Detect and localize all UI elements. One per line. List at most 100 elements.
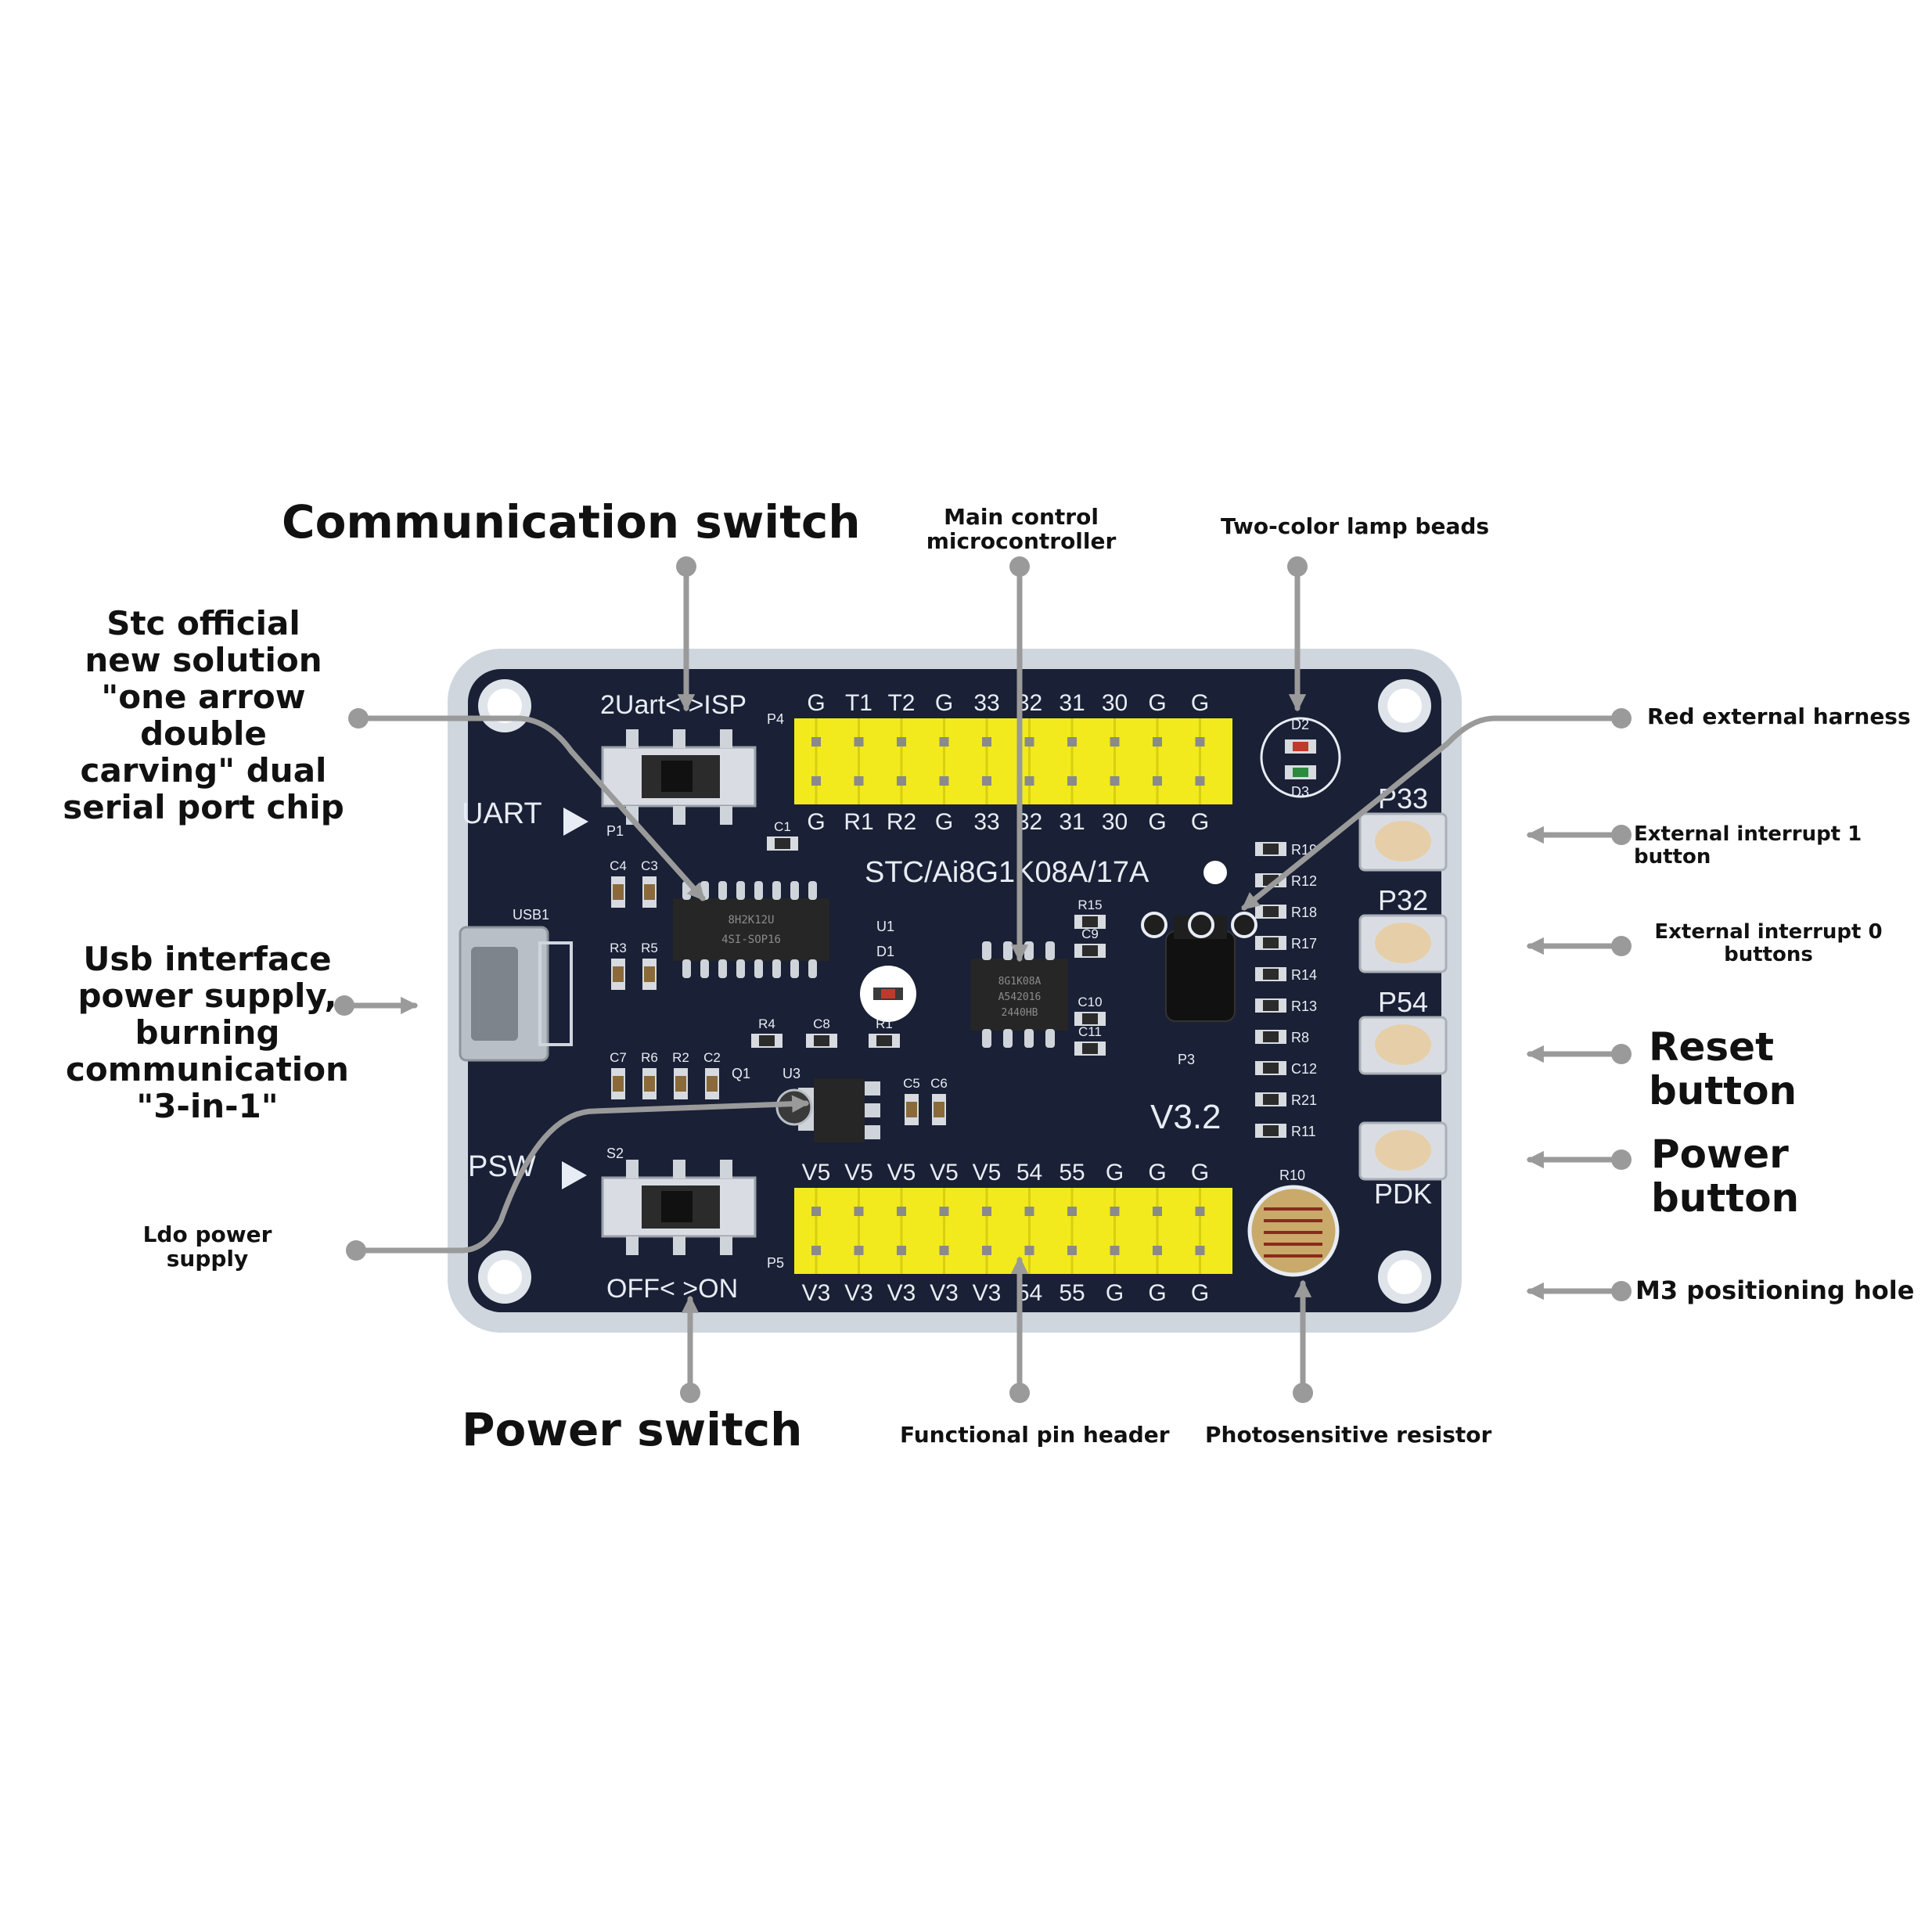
label-pin-header: Functional pin header xyxy=(900,1422,1170,1448)
silk-p5: P5 xyxy=(767,1255,784,1271)
header-pin-label: G xyxy=(807,690,825,716)
header-pin xyxy=(811,776,821,786)
chip-pin xyxy=(772,881,781,900)
label-communication-switch: Communication switch xyxy=(282,495,861,549)
power-slide-switch[interactable] xyxy=(601,1160,757,1255)
header-pin xyxy=(811,1246,821,1255)
button-cap[interactable] xyxy=(1375,1130,1431,1171)
silk-u1: U1 xyxy=(876,919,894,934)
header-pin-label: G xyxy=(1148,690,1166,716)
button-label: PDK xyxy=(1374,1178,1432,1210)
smd-part-body xyxy=(613,1076,624,1092)
button-label: P33 xyxy=(1378,783,1428,815)
header-pin xyxy=(1024,776,1034,786)
smd-label: C9 xyxy=(1081,926,1099,941)
label-stc-solution: Stc official new solution "one arrow dou… xyxy=(63,604,344,827)
chip-pin xyxy=(808,959,817,978)
header-pin-label: 30 xyxy=(1102,690,1128,716)
silk-r10: R10 xyxy=(1279,1167,1305,1183)
smd-label: C4 xyxy=(610,858,627,873)
header-pin-label: G xyxy=(1148,809,1166,835)
label-power-button: Power button xyxy=(1651,1131,1800,1221)
header-pin-label: G xyxy=(935,809,953,835)
header-pin xyxy=(1110,1207,1120,1216)
resistor-body xyxy=(1263,1094,1279,1105)
header-pin-label: 33 xyxy=(973,809,999,835)
chip-pin xyxy=(772,959,781,978)
header-pin xyxy=(1153,1246,1162,1255)
smd-part-body xyxy=(759,1035,775,1046)
chip-pin xyxy=(736,881,745,900)
header-pin-label: 54 xyxy=(1016,1160,1042,1185)
header-pin xyxy=(1110,737,1120,747)
header-pin xyxy=(939,1207,949,1216)
resistor-label: R17 xyxy=(1291,936,1317,952)
svg-text:A542016: A542016 xyxy=(998,991,1042,1003)
label-power-switch: Power switch xyxy=(462,1403,803,1456)
silk-p1: P1 xyxy=(606,823,624,839)
header-pin xyxy=(854,737,864,747)
header-pin xyxy=(1067,776,1077,786)
label-reset-button: Reset button xyxy=(1649,1024,1797,1114)
smd-label: C7 xyxy=(610,1050,627,1065)
header-pin xyxy=(1024,1207,1034,1216)
header-pin-label: G xyxy=(1106,1160,1124,1185)
button-label: P54 xyxy=(1378,986,1428,1018)
header-pin xyxy=(982,737,991,747)
header-pin xyxy=(1024,737,1034,747)
smd-part-body xyxy=(707,1076,718,1092)
resistor-body xyxy=(1263,844,1279,854)
silk-u3: U3 xyxy=(783,1066,801,1081)
uart-chip: 8H2K12U 4SI-SOP16 xyxy=(673,881,829,978)
silk-power-switch: OFF< >ON xyxy=(606,1274,738,1304)
button-cap[interactable] xyxy=(1375,821,1431,862)
smd-part-body xyxy=(1082,1013,1098,1024)
bottom-pin-header xyxy=(794,1188,1232,1274)
smd-label: C3 xyxy=(641,858,658,873)
photoresistor-part xyxy=(1247,1185,1340,1277)
button-cap[interactable] xyxy=(1375,923,1431,963)
header-pin-label: 33 xyxy=(973,690,999,716)
smd-part-body xyxy=(675,1076,686,1092)
smd-label: C10 xyxy=(1078,995,1102,1009)
svg-text:2440HB: 2440HB xyxy=(1002,1007,1038,1019)
smd-part-body xyxy=(1082,945,1098,956)
header-pin xyxy=(1153,737,1162,747)
header-pin xyxy=(854,1246,864,1255)
smd-part-body xyxy=(1082,1043,1098,1054)
chip-pin xyxy=(790,959,799,978)
resistor-label: R8 xyxy=(1291,1030,1309,1045)
communication-slide-switch[interactable] xyxy=(601,729,757,825)
smd-part-body xyxy=(906,1102,917,1117)
header-pin xyxy=(982,1207,991,1216)
resistor-label: R13 xyxy=(1291,998,1317,1014)
chip-pin xyxy=(982,1029,991,1048)
silk-version: V3.2 xyxy=(1150,1098,1221,1136)
silk-uart-switch: 2Uart< >ISP xyxy=(600,690,747,720)
silk-uart: UART xyxy=(462,797,542,830)
smd-label: C1 xyxy=(774,819,791,834)
smd-label: R15 xyxy=(1078,898,1102,912)
header-pin-label: 31 xyxy=(1059,690,1085,716)
header-pin-label: G xyxy=(1191,690,1209,716)
smd-part-body xyxy=(644,884,655,900)
resistor-label: R12 xyxy=(1291,873,1317,889)
header-pin-label: R1 xyxy=(844,809,873,835)
header-pin xyxy=(1110,776,1120,786)
svg-text:8G1K08A: 8G1K08A xyxy=(998,976,1042,988)
smd-part-body xyxy=(644,966,655,982)
chip-pin xyxy=(1003,941,1013,960)
smd-part-body xyxy=(613,966,624,982)
silk-d2: D2 xyxy=(1291,717,1309,732)
button-cap[interactable] xyxy=(1375,1024,1431,1065)
chip-pin xyxy=(982,941,991,960)
chip-pin xyxy=(1024,941,1034,960)
silk-usb: USB1 xyxy=(513,907,549,923)
smd-part-body xyxy=(613,884,624,900)
resistor-label: R18 xyxy=(1291,905,1317,920)
smd-label: R5 xyxy=(641,941,658,955)
